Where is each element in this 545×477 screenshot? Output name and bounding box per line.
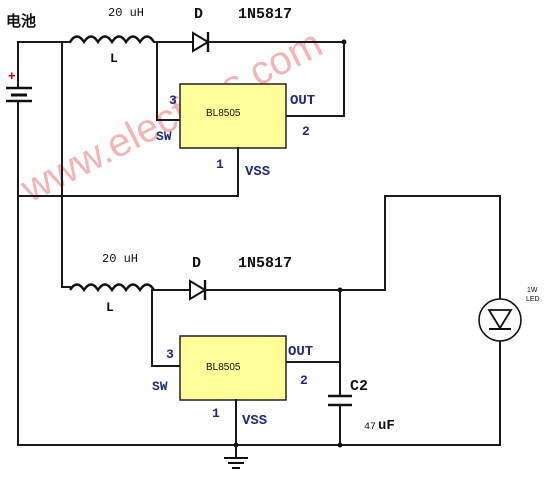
cap-ground-node — [337, 442, 343, 448]
top-pin-out-label: OUT — [290, 93, 315, 109]
top-pin-vss-number: 1 — [216, 157, 224, 172]
top-pin-sw-number: 3 — [169, 93, 177, 108]
top-ic-body — [179, 83, 287, 149]
bottom-pin-vss-number: 1 — [212, 406, 220, 421]
stage-top: 20 uH L D 1N5817 BL8505 3 SW OUT 2 1 VSS — [68, 6, 347, 197]
top-pin-sw-label: SW — [156, 129, 172, 144]
stage-bottom: 20 uH L D 1N5817 BL8505 3 SW OUT 2 1 VSS — [61, 195, 395, 469]
battery: 电池 + — [6, 12, 36, 446]
bottom-pin-vss-label: VSS — [242, 413, 267, 429]
led-label-type: LED — [526, 296, 540, 303]
top-ic-name: BL8505 — [206, 108, 241, 119]
led-label-power: 1W — [527, 287, 538, 294]
bottom-pin-sw-label: SW — [152, 379, 168, 394]
bottom-inductor-coil — [68, 283, 156, 293]
battery-label: 电池 — [6, 12, 36, 30]
top-inductor-name: L — [110, 51, 118, 66]
top-inductor-value: 20 uH — [108, 6, 144, 20]
top-diode-part: 1N5817 — [238, 6, 292, 23]
cap-value-unit: uF — [378, 418, 395, 434]
bottom-diode-part: 1N5817 — [238, 255, 292, 272]
top-pin-vss-label: VSS — [245, 164, 270, 180]
bottom-pin-out-number: 2 — [300, 373, 308, 388]
cap-name: C2 — [350, 378, 368, 395]
led-triangle — [487, 309, 513, 330]
wiring — [17, 41, 501, 446]
bottom-diode-triangle — [189, 279, 207, 301]
top-pin-out-number: 2 — [302, 124, 310, 139]
bottom-pin-out-label: OUT — [288, 344, 313, 360]
bottom-pin-sw-number: 3 — [166, 347, 174, 362]
top-diode-triangle — [192, 31, 210, 53]
top-diode-name: D — [194, 6, 203, 23]
top-inductor-coil — [68, 35, 156, 45]
bottom-ic-name: BL8505 — [206, 362, 241, 373]
led: 1W LED — [478, 287, 540, 342]
cap-value-prefix: 47 — [364, 422, 376, 433]
battery-plus-sign: + — [8, 68, 16, 83]
bottom-inductor-value: 20 uH — [102, 252, 138, 266]
bottom-inductor-name: L — [106, 300, 114, 315]
bottom-diode-name: D — [192, 255, 201, 272]
bottom-ic-body — [179, 335, 287, 401]
